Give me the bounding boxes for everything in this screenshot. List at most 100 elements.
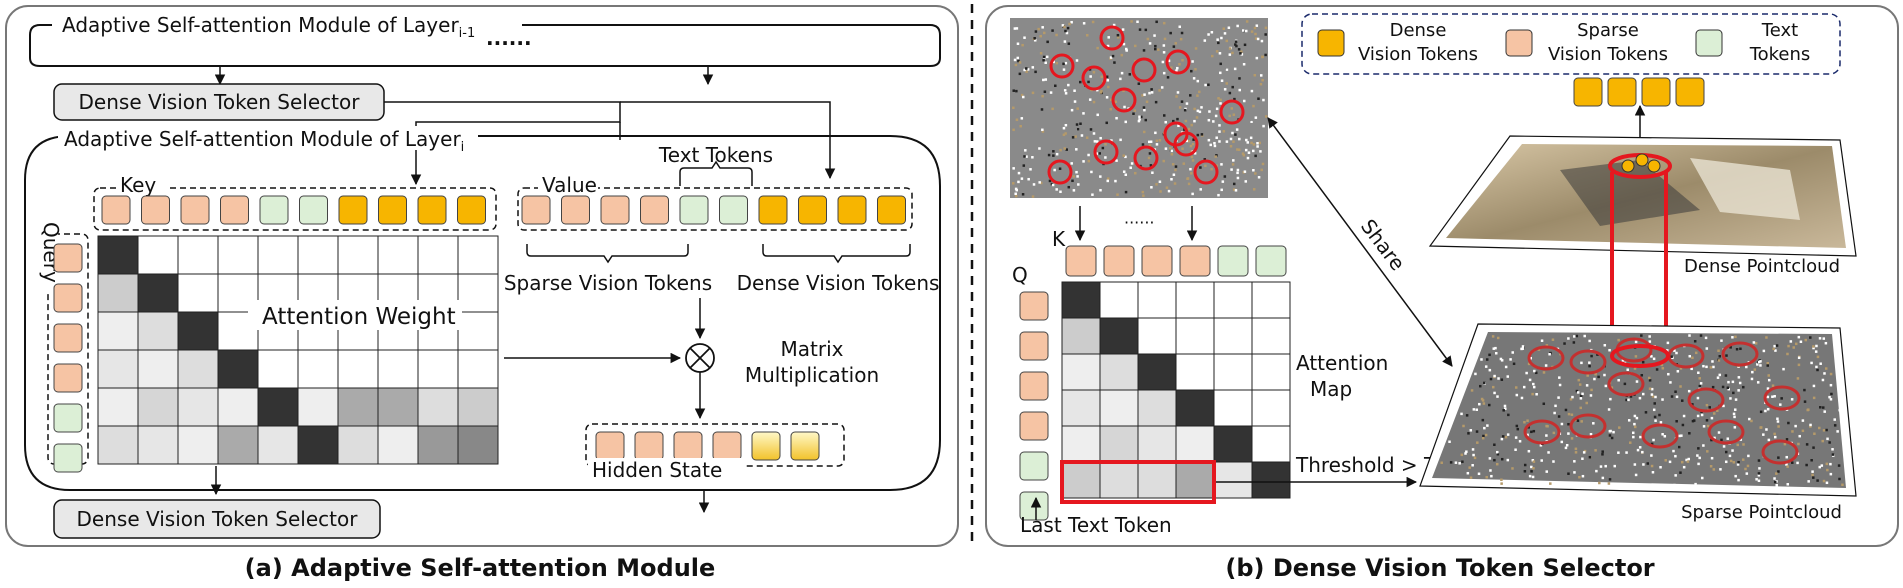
attn-cell-0-0 bbox=[97, 235, 139, 275]
attn-cell-0-8 bbox=[417, 235, 459, 275]
map-cell-3-1 bbox=[1099, 389, 1139, 427]
attn-cell-3-7 bbox=[377, 349, 419, 389]
last-row-highlight bbox=[1060, 460, 1216, 504]
map-cell-2-5 bbox=[1251, 353, 1291, 391]
key-token-5 bbox=[299, 195, 328, 225]
value-token-5 bbox=[719, 195, 748, 225]
legend-text-1: Text bbox=[1761, 20, 1798, 41]
map-cell-1-2 bbox=[1137, 317, 1177, 355]
attn-cell-5-1 bbox=[137, 425, 179, 465]
selected-dense-tokens bbox=[1573, 77, 1705, 107]
hidden-token-3 bbox=[712, 431, 742, 461]
key-token-6 bbox=[338, 195, 368, 225]
key-label: Key bbox=[120, 173, 156, 197]
sparse-region-circle-7 bbox=[1763, 385, 1801, 411]
hidden-token-5 bbox=[790, 431, 820, 461]
hidden-token-1 bbox=[634, 431, 664, 461]
query-token-2 bbox=[53, 323, 83, 353]
attn-cell-2-9 bbox=[457, 311, 499, 351]
map-cell-5-0 bbox=[1061, 461, 1101, 499]
matmul-label-2: Multiplication bbox=[745, 363, 879, 387]
panel-b-frame bbox=[985, 5, 1899, 547]
map-cell-0-3 bbox=[1175, 281, 1215, 319]
top-region-circle-11 bbox=[1193, 159, 1219, 185]
attn-cell-4-6 bbox=[337, 387, 379, 427]
map-cell-4-5 bbox=[1251, 425, 1291, 463]
sparse-region-circle-1 bbox=[1569, 349, 1607, 375]
attn-cell-1-0 bbox=[97, 273, 139, 313]
top-region-circle-6 bbox=[1219, 99, 1245, 125]
selector-top-label: Dense Vision Token Selector bbox=[79, 90, 361, 114]
top-region-circle-1 bbox=[1099, 25, 1125, 51]
panel-a-caption: (a) Adaptive Self-attention Module bbox=[245, 554, 716, 582]
map-cell-1-4 bbox=[1213, 317, 1253, 355]
attn-cell-4-9 bbox=[457, 387, 499, 427]
sparse-region-circle-5 bbox=[1607, 371, 1645, 397]
value-row-frame bbox=[517, 187, 913, 231]
map-cell-3-4 bbox=[1213, 389, 1253, 427]
sparse-region-circle-8 bbox=[1523, 419, 1561, 445]
attn-cell-5-7 bbox=[377, 425, 419, 465]
panel-b: K ······ Q Attention Map Threshold > T L… bbox=[985, 5, 1899, 582]
map-cell-5-4 bbox=[1213, 461, 1253, 499]
attn-cell-5-3 bbox=[217, 425, 259, 465]
q-token-1 bbox=[1019, 331, 1049, 361]
attn-cell-0-2 bbox=[177, 235, 219, 275]
map-cell-3-0 bbox=[1061, 389, 1101, 427]
attn-cell-0-7 bbox=[377, 235, 419, 275]
sparse-region-circle-9 bbox=[1569, 413, 1607, 439]
dense-pointcloud bbox=[1428, 135, 1857, 257]
attn-cell-0-9 bbox=[457, 235, 499, 275]
attn-cell-3-6 bbox=[337, 349, 379, 389]
hidden-token-2 bbox=[673, 431, 703, 461]
legend-sparse-1: Sparse bbox=[1577, 20, 1639, 41]
value-token-8 bbox=[837, 195, 867, 225]
map-cell-5-1 bbox=[1099, 461, 1139, 499]
legend-sparse-2: Vision Tokens bbox=[1548, 44, 1668, 65]
sparse-region-circle-6 bbox=[1687, 387, 1725, 413]
map-cell-0-5 bbox=[1251, 281, 1291, 319]
top-region-circle-3 bbox=[1131, 57, 1157, 83]
attn-cell-3-2 bbox=[177, 349, 219, 389]
k-token-0 bbox=[1065, 245, 1097, 277]
map-cell-5-2 bbox=[1137, 461, 1177, 499]
hidden-state-frame bbox=[585, 423, 845, 467]
map-cell-5-3 bbox=[1175, 461, 1215, 499]
attn-cell-3-5 bbox=[297, 349, 339, 389]
q-token-4 bbox=[1019, 451, 1049, 481]
attn-cell-5-0 bbox=[97, 425, 139, 465]
sparse-region-circle-4 bbox=[1721, 341, 1759, 367]
module-box bbox=[24, 135, 941, 491]
k-ellipsis: ······ bbox=[1124, 213, 1155, 232]
attn-cell-2-2 bbox=[177, 311, 219, 351]
module-label: Adaptive Self-attention Module of Layeri bbox=[64, 127, 464, 155]
key-token-1 bbox=[141, 195, 170, 225]
attn-cell-0-3 bbox=[217, 235, 259, 275]
top-region-circle-0 bbox=[1049, 53, 1075, 79]
k-token-5 bbox=[1255, 245, 1287, 277]
legend-text-2: Tokens bbox=[1749, 44, 1811, 65]
attn-cell-3-4 bbox=[257, 349, 299, 389]
legend-dense-2: Vision Tokens bbox=[1358, 44, 1478, 65]
attn-cell-5-4 bbox=[257, 425, 299, 465]
attention-weight-matrix bbox=[97, 235, 499, 465]
top-region-circle-12 bbox=[1047, 159, 1073, 185]
attn-cell-1-2 bbox=[177, 273, 219, 313]
attn-cell-2-0 bbox=[97, 311, 139, 351]
hidden-state-token-row bbox=[595, 431, 820, 461]
panel-b-caption: (b) Dense Vision Token Selector bbox=[1225, 554, 1654, 582]
attn-cell-0-6 bbox=[337, 235, 379, 275]
key-token-4 bbox=[259, 195, 289, 225]
key-token-9 bbox=[457, 195, 486, 225]
query-token-4 bbox=[53, 403, 83, 433]
attention-map-label-2: Map bbox=[1310, 377, 1352, 401]
q-token-3 bbox=[1019, 411, 1049, 441]
top-region-circle-2 bbox=[1081, 65, 1107, 91]
pointcloud-topview bbox=[1010, 18, 1268, 198]
out-dense-token-0 bbox=[1573, 77, 1603, 107]
top-region-circle-10 bbox=[1173, 131, 1199, 157]
attn-cell-3-3 bbox=[217, 349, 259, 389]
top-region-circle-8 bbox=[1093, 139, 1119, 165]
value-token-2 bbox=[600, 195, 630, 225]
